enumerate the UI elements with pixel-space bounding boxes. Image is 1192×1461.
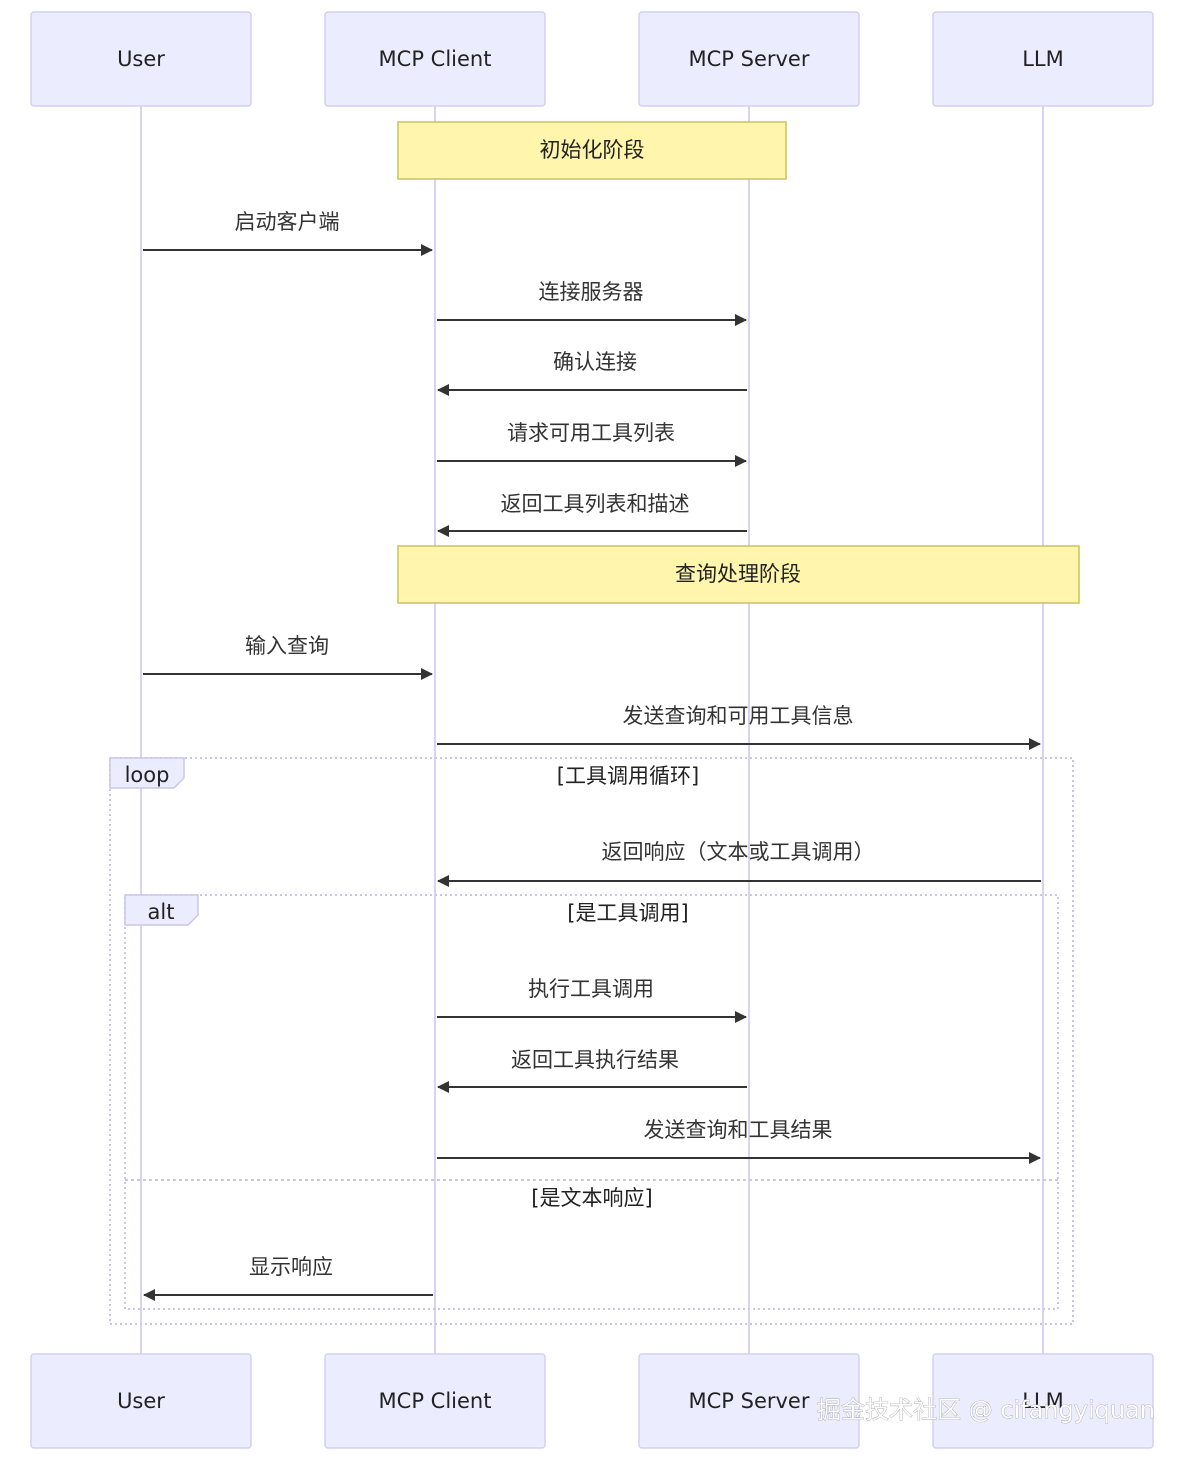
- actor-bottom-llm: LLM: [932, 1353, 1154, 1449]
- message-label: 显示响应: [249, 1255, 333, 1279]
- message-input-query: 输入查询: [143, 634, 433, 680]
- message-return-response: 返回响应（文本或工具调用）: [437, 840, 1041, 887]
- alt-else-condition: [是文本响应]: [531, 1186, 652, 1210]
- note-init-phase: 初始化阶段: [397, 121, 787, 180]
- actor-bottom-user: User: [30, 1353, 252, 1449]
- note-label: 查询处理阶段: [675, 562, 801, 586]
- message-start-client: 启动客户端: [143, 210, 433, 256]
- alt-label-box: [124, 894, 199, 926]
- actor-bottom-mcp-server: MCP Server: [638, 1353, 860, 1449]
- message-label: 发送查询和可用工具信息: [623, 704, 854, 728]
- alt-label: alt: [148, 900, 175, 924]
- loop-condition: [工具调用循环]: [557, 764, 699, 788]
- note-label: 初始化阶段: [540, 138, 645, 162]
- actor-bottom-mcp-client: MCP Client: [324, 1353, 546, 1449]
- message-send-query-result: 发送查询和工具结果: [437, 1118, 1041, 1164]
- message-request-tools: 请求可用工具列表: [437, 421, 747, 467]
- message-confirm-connection: 确认连接: [437, 350, 747, 396]
- message-label: 请求可用工具列表: [507, 421, 675, 445]
- loop-frame: loop [工具调用循环]: [109, 757, 1074, 1325]
- message-send-query-tools: 发送查询和可用工具信息: [437, 704, 1041, 750]
- message-label: 发送查询和工具结果: [644, 1118, 833, 1142]
- message-display-response: 显示响应: [143, 1255, 433, 1301]
- loop-label: loop: [125, 763, 170, 787]
- message-label: 连接服务器: [539, 280, 644, 304]
- actor-label: User: [117, 1389, 165, 1413]
- note-query-phase: 查询处理阶段: [397, 545, 1080, 604]
- message-execute-tool: 执行工具调用: [437, 977, 747, 1023]
- message-label: 返回响应（文本或工具调用）: [602, 840, 875, 864]
- message-return-tool-result: 返回工具执行结果: [437, 1048, 747, 1093]
- actor-label: User: [117, 47, 165, 71]
- actor-top-mcp-server: MCP Server: [638, 11, 860, 107]
- message-label: 执行工具调用: [528, 977, 654, 1001]
- alt-frame: alt [是工具调用] [是文本响应]: [124, 894, 1059, 1310]
- message-label: 返回工具列表和描述: [501, 492, 690, 516]
- watermark-text: 掘金技术社区 @ cifangyiquan: [817, 1396, 1155, 1424]
- actor-label: MCP Server: [689, 47, 810, 71]
- actor-label: LLM: [1022, 47, 1064, 71]
- message-label: 确认连接: [553, 350, 637, 374]
- message-label: 输入查询: [245, 634, 329, 658]
- alt-condition: [是工具调用]: [567, 901, 688, 925]
- actor-top-user: User: [30, 11, 252, 107]
- actor-label: LLM: [1022, 1389, 1064, 1413]
- actor-label: MCP Client: [379, 47, 492, 71]
- actor-top-mcp-client: MCP Client: [324, 11, 546, 107]
- actor-top-llm: LLM: [932, 11, 1154, 107]
- message-connect-server: 连接服务器: [437, 280, 747, 326]
- actor-label: MCP Server: [689, 1389, 810, 1413]
- loop-label-box: [109, 757, 185, 789]
- message-label: 启动客户端: [235, 210, 340, 234]
- message-return-tools: 返回工具列表和描述: [437, 492, 747, 537]
- actor-label: MCP Client: [379, 1389, 492, 1413]
- message-label: 返回工具执行结果: [511, 1048, 679, 1072]
